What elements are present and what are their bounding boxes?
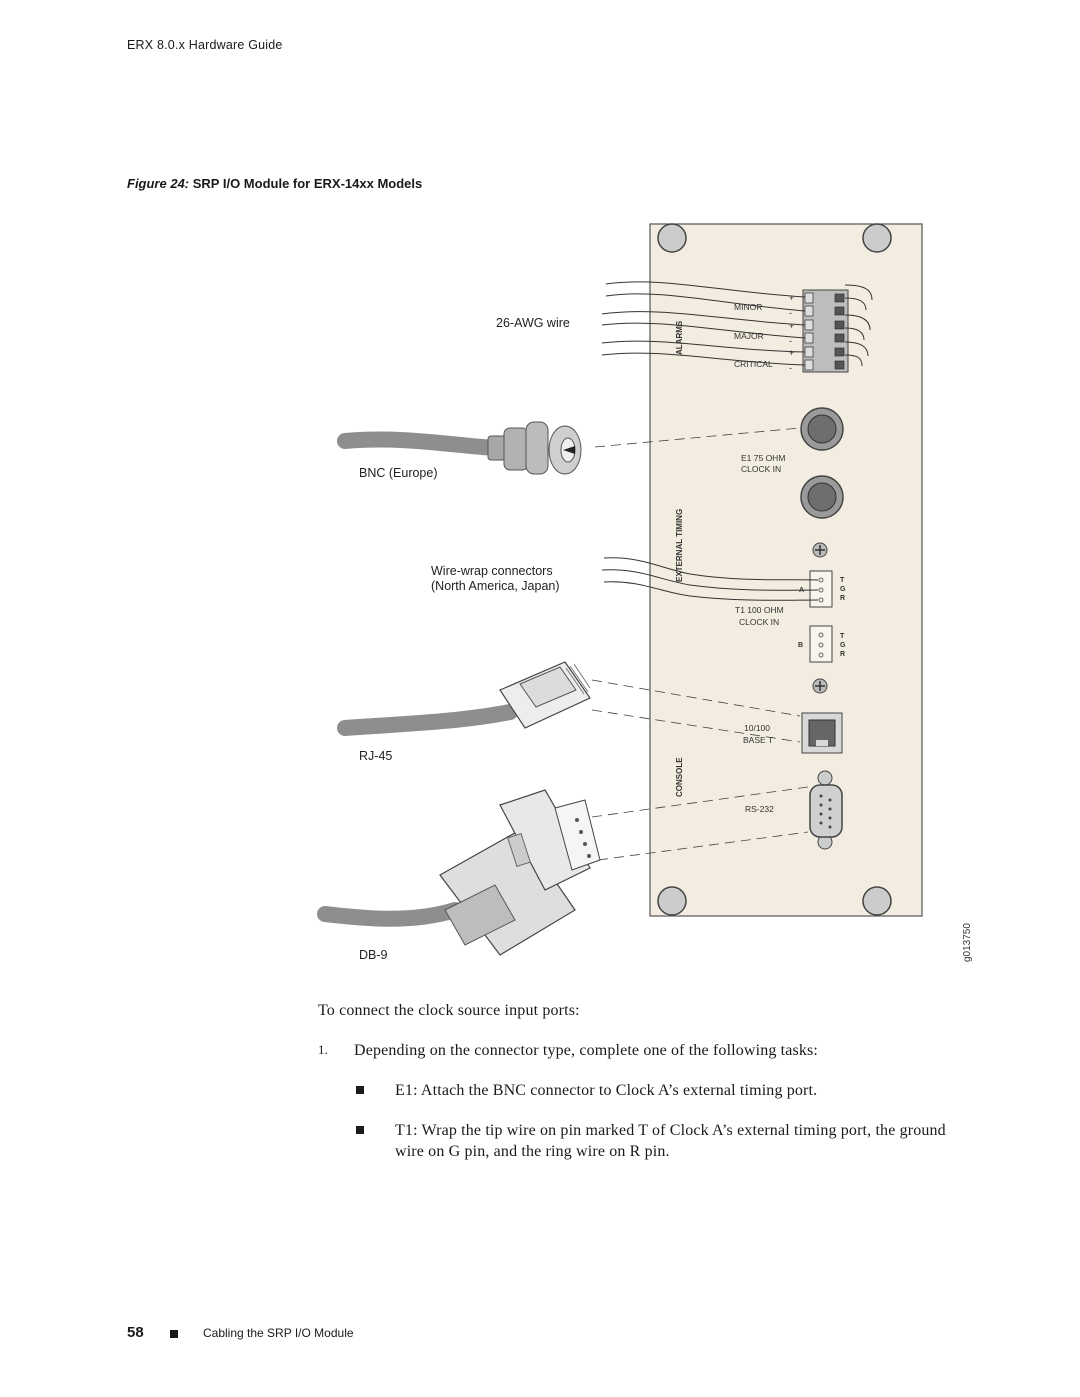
t1-label-line2: CLOCK IN [739,617,779,627]
step-1-number: 1. [318,1042,329,1057]
rj45-callout: RJ-45 [359,749,392,763]
alarm-terminal-block [802,289,849,373]
footer-square-icon [170,1330,178,1338]
bnc-callout: BNC (Europe) [359,466,438,480]
minor-plus-sign: + [789,293,794,303]
awg-wires [601,281,806,366]
bullet-t1-text: T1: Wrap the tip wire on pin marked T of… [395,1122,946,1160]
panel-screws [657,223,892,916]
e1-label-line1: E1 75 OHM [741,453,785,463]
running-header: ERX 8.0.x Hardware Guide [127,38,283,52]
pin-b-r-label: R [840,651,845,658]
db9-connector-illustration [317,789,601,956]
figure-caption-prefix: Figure 24: [127,176,190,191]
major-plus-sign: + [789,321,794,331]
e1-bnc-port-b [800,475,844,519]
alarms-label: ALARMS [675,320,684,355]
page-number: 58 [127,1324,144,1341]
footer-section-title: Cabling the SRP I/O Module [203,1326,354,1340]
critical-minus-sign: - [789,363,792,373]
db9-callout: DB-9 [359,948,388,962]
pin-b-t-label: T [840,633,845,640]
console-label: CONSOLE [675,757,684,797]
rs232-db9-port [809,770,843,850]
t1-terminal-b [809,625,833,663]
t1-terminal-a [809,570,833,608]
pin-a-t-label: T [840,577,845,584]
port-b-label: B [798,642,803,649]
rs232-label: RS-232 [745,804,774,814]
intro-paragraph: To connect the clock source input ports: [318,1002,580,1019]
eth-label-line2: BASE T [743,735,773,745]
figure-caption: Figure 24: SRP I/O Module for ERX-14xx M… [127,176,422,191]
eth-label-line1: 10/100 [744,723,770,733]
wire-exits [844,284,873,367]
critical-plus-sign: + [789,348,794,358]
minor-label: MINOR [734,302,762,312]
major-minus-sign: - [789,336,792,346]
critical-label: CRITICAL [734,359,773,369]
bnc-connector-illustration [337,421,582,475]
module-faceplate [649,223,923,917]
bullet-square-icon [356,1126,364,1134]
pin-b-g-label: G [840,642,846,649]
bullet-e1-text: E1: Attach the BNC connector to Clock A’… [395,1082,818,1099]
rj45-connector-illustration [337,661,591,736]
external-timing-label: EXTERNAL TIMING [675,509,684,582]
db9-leader-lines [591,786,809,861]
rj45-leader-lines [591,679,801,743]
ground-screw-1-icon [812,542,828,558]
e1-bnc-port-a [800,407,844,451]
e1-label-line2: CLOCK IN [741,464,781,474]
t1-label-line1: T1 100 OHM [735,605,784,615]
step-1-text: Depending on the connector type, complet… [354,1042,819,1059]
pin-a-r-label: R [840,595,845,602]
wire-wrap-callout-line1: Wire-wrap connectors [431,564,553,578]
minor-minus-sign: - [789,308,792,318]
ground-screw-2-icon [812,678,828,694]
figure-caption-text: SRP I/O Module for ERX-14xx Models [192,176,423,191]
t1-wires [601,557,819,601]
srp-io-module-figure: + - + - + - MINOR MAJOR CRITICAL ALARMS … [317,223,973,962]
bullet-square-icon [356,1086,364,1094]
figure-id: g013750 [962,923,973,962]
awg-wire-callout: 26-AWG wire [496,316,570,330]
wire-wrap-callout-line2: (North America, Japan) [431,579,560,593]
bnc-leader-line [594,427,801,448]
pin-a-g-label: G [840,586,846,593]
rj45-ethernet-port [801,712,843,754]
major-label: MAJOR [734,331,764,341]
